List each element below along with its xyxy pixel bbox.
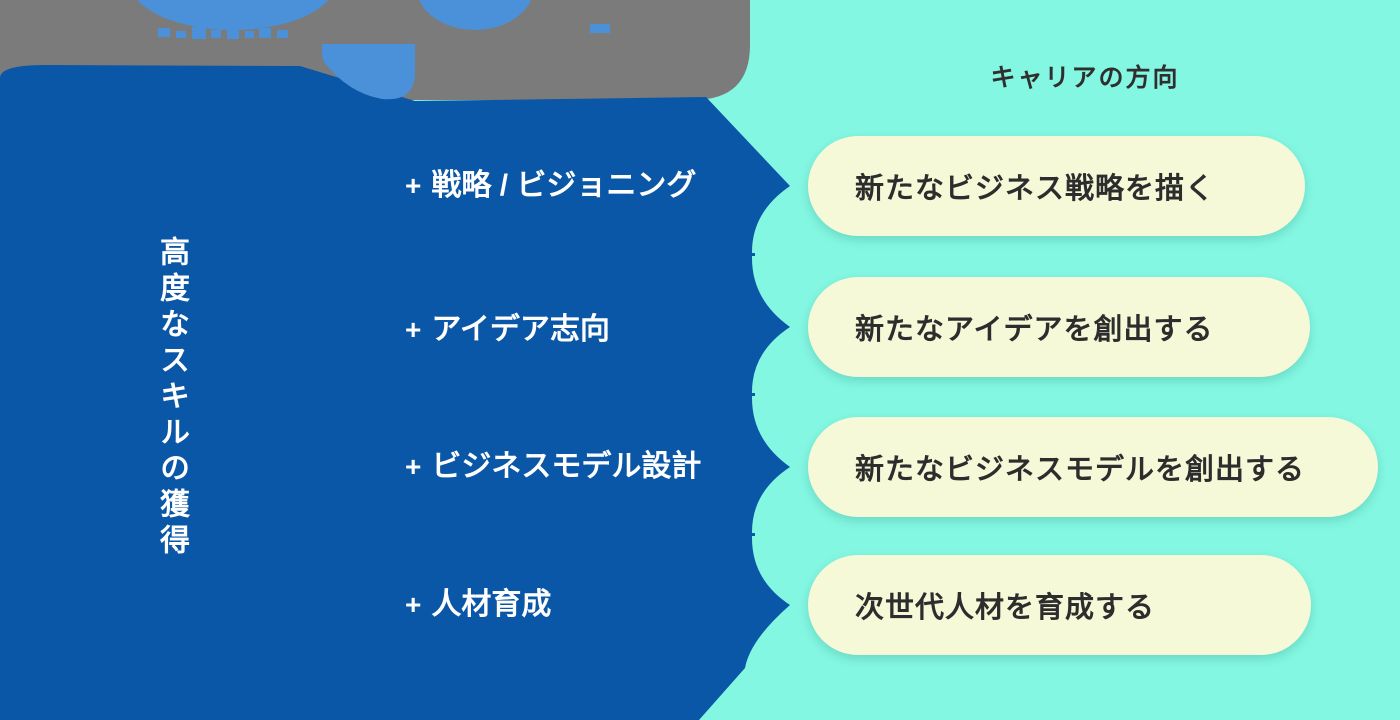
skill-item-label: 戦略 / ビジョニング [431,169,697,202]
skill-panel-shape [0,65,790,720]
down-arrow-shape [322,44,415,100]
plus-icon: + [405,589,422,620]
career-pill-business-model: 新たなビジネスモデルを創出する [808,417,1378,517]
bubble-top-left [137,0,329,39]
plus-icon: + [405,451,422,482]
skill-item-label: ビジネスモデル設計 [431,450,702,483]
valley-tick-marks [718,253,755,536]
career-pill-strategy: 新たなビジネス戦略を描く [808,136,1305,236]
plus-icon: + [405,314,422,345]
career-pill-talent: 次世代人材を育成する [808,555,1311,655]
skill-panel-title: 高度なスキルの獲得 [155,236,188,560]
skill-item-talent: + 人材育成 [405,582,551,628]
skill-item-label: アイデア志向 [431,313,610,346]
skill-item-strategy: + 戦略 / ビジョニング [405,163,696,209]
career-panel-header: キャリアの方向 [990,64,1180,92]
career-pill-idea: 新たなアイデアを創出する [808,277,1310,377]
skill-item-idea: + アイデア志向 [405,307,610,353]
skill-item-business-model: + ビジネスモデル設計 [405,444,701,490]
bubble-top-right [419,0,610,33]
skill-item-label: 人材育成 [431,588,552,621]
plus-icon: + [405,170,422,201]
